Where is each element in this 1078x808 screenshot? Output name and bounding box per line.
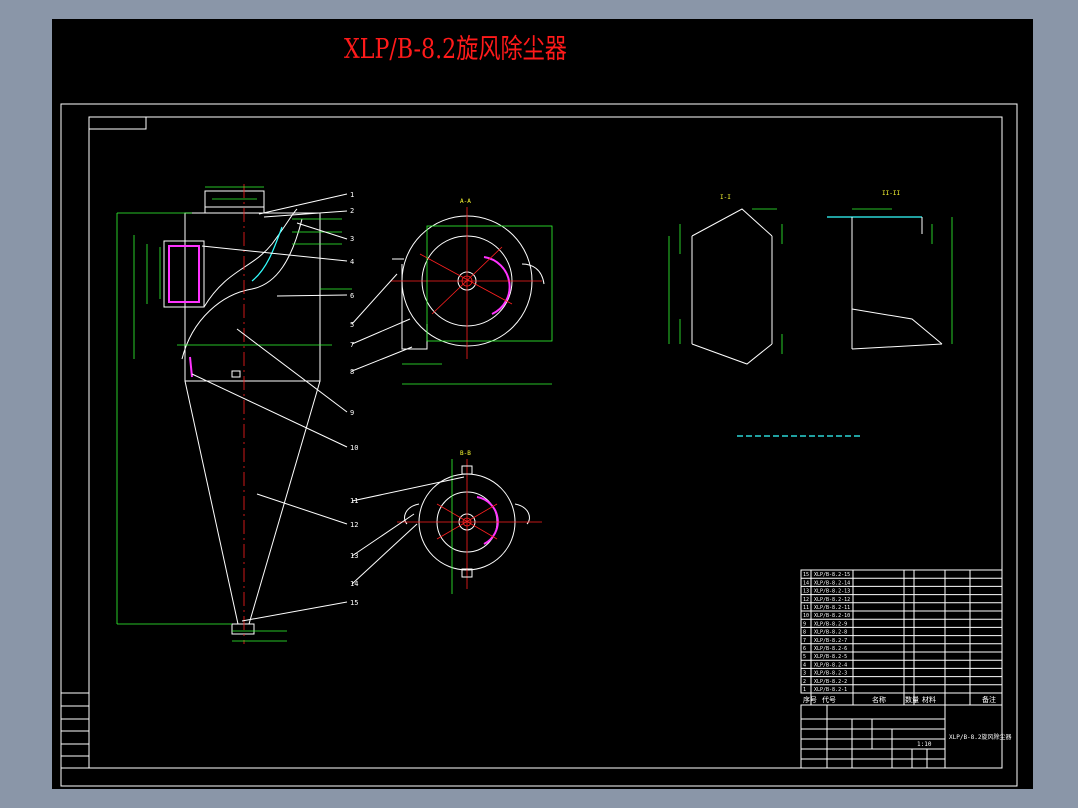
top-view-a-leaders xyxy=(351,273,413,372)
callout-5: 5 xyxy=(350,321,354,329)
title-block-drawing-name: XLP/B-8.2旋风除尘器 xyxy=(949,733,1012,741)
callout-1: 1 xyxy=(350,191,354,199)
callout-numbers: 1 2 3 4 6 9 10 12 15 xyxy=(350,191,358,607)
parts-row-index: 8 xyxy=(803,630,806,636)
detail-view-2: II-II xyxy=(827,190,953,350)
header-index: 序号 xyxy=(803,695,817,704)
cad-drawing-canvas: XLP/B-8.2旋风除尘器 xyxy=(52,19,1033,789)
section-label-detail-2: II-II xyxy=(882,190,900,197)
inner-frame xyxy=(88,116,1003,769)
parts-row-code: XLP/B-8.2-10 xyxy=(814,613,850,619)
parts-row-index: 3 xyxy=(803,671,806,677)
parts-row-index: 2 xyxy=(803,679,806,685)
parts-row-code: XLP/B-8.2-14 xyxy=(814,580,850,586)
parts-row-code: XLP/B-8.2-9 xyxy=(814,621,847,627)
parts-row-code: XLP/B-8.2-7 xyxy=(814,638,847,644)
callout-leaders xyxy=(191,193,348,622)
cad-drawing: 1 2 3 4 6 9 10 12 15 A-A xyxy=(60,103,1018,787)
section-label-a: A-A xyxy=(460,198,471,205)
callout-4: 4 xyxy=(350,258,354,266)
cyclone-elevation-view xyxy=(116,184,352,644)
drawing-title: XLP/B-8.2旋风除尘器 xyxy=(344,34,567,65)
parts-row-code: XLP/B-8.2-5 xyxy=(814,654,847,660)
section-label-b: B-B xyxy=(460,450,471,457)
parts-row-index: 4 xyxy=(803,662,806,668)
outer-frame xyxy=(60,103,1018,787)
header-material: 材料 xyxy=(922,695,936,704)
top-view-b-leaders xyxy=(351,476,465,585)
section-label-detail-1: I-I xyxy=(720,194,731,201)
parts-row-index: 14 xyxy=(803,580,809,586)
parts-row-index: 5 xyxy=(803,654,806,660)
parts-row-code: XLP/B-8.2-4 xyxy=(814,662,847,668)
title-block xyxy=(800,704,1003,769)
callout-11: 11 xyxy=(350,497,358,505)
callout-14: 14 xyxy=(350,580,358,588)
header-code: 代号 xyxy=(822,695,836,704)
parts-table-header: 序号 代号 名称 数量 材料 备注 xyxy=(803,695,996,704)
header-name: 名称 xyxy=(872,695,886,704)
top-view-b: B-B xyxy=(397,450,542,594)
callout-7: 7 xyxy=(350,341,354,349)
detail-view-1: I-I xyxy=(668,194,783,365)
callout-15: 15 xyxy=(350,599,358,607)
parts-row-code: XLP/B-8.2-8 xyxy=(814,630,847,636)
parts-row-index: 6 xyxy=(803,646,806,652)
header-qty: 数量 xyxy=(905,695,919,704)
parts-row-index: 9 xyxy=(803,621,806,627)
parts-row-index: 12 xyxy=(803,597,809,603)
parts-row-index: 1 xyxy=(803,687,806,693)
header-remark: 备注 xyxy=(982,695,996,704)
parts-row-code: XLP/B-8.2-11 xyxy=(814,605,850,611)
parts-table xyxy=(800,569,1003,706)
parts-row-index: 13 xyxy=(803,589,809,595)
callout-13: 13 xyxy=(350,552,358,560)
corner-label-box xyxy=(88,116,147,130)
parts-row-code: XLP/B-8.2-13 xyxy=(814,589,850,595)
title-block-scale: 1:10 xyxy=(917,741,932,748)
parts-row-code: XLP/B-8.2-3 xyxy=(814,671,847,677)
parts-row-index: 10 xyxy=(803,613,809,619)
parts-row-index: 15 xyxy=(803,572,809,578)
parts-row-index: 7 xyxy=(803,638,806,644)
callout-3: 3 xyxy=(350,235,354,243)
callout-10: 10 xyxy=(350,444,358,452)
parts-row-code: XLP/B-8.2-12 xyxy=(814,597,850,603)
parts-row-code: XLP/B-8.2-15 xyxy=(814,572,850,578)
callout-12: 12 xyxy=(350,521,358,529)
top-view-a: A-A xyxy=(390,198,553,385)
parts-row-code: XLP/B-8.2-1 xyxy=(814,687,847,693)
parts-row-code: XLP/B-8.2-2 xyxy=(814,679,847,685)
callout-8: 8 xyxy=(350,368,354,376)
callout-9: 9 xyxy=(350,409,354,417)
parts-row-code: XLP/B-8.2-6 xyxy=(814,646,847,652)
binding-strip xyxy=(60,692,90,769)
parts-row-index: 11 xyxy=(803,605,809,611)
callout-6: 6 xyxy=(350,292,354,300)
callout-2: 2 xyxy=(350,207,354,215)
